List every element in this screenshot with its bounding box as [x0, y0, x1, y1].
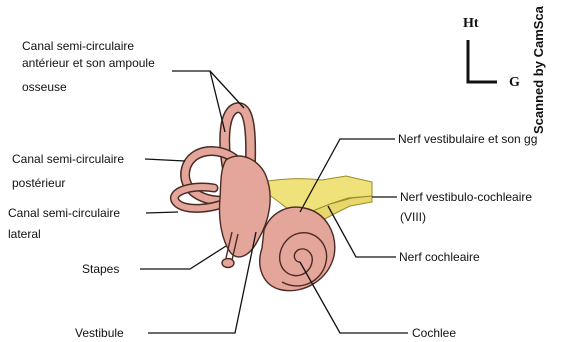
label-canal-posterieur-1: Canal semi-circulaire	[12, 151, 124, 168]
label-stapes: Stapes	[82, 261, 119, 278]
orientation-up-label: Ht	[463, 16, 479, 32]
label-canal-anterieur-2: antérieur et son ampoule	[22, 55, 155, 72]
label-nerf-vestibulo-cochleaire-1: Nerf vestibulo-cochleaire	[400, 189, 532, 206]
label-nerf-vestibulaire: Nerf vestibulaire et son gg	[398, 131, 537, 148]
cochlee-shape	[260, 207, 335, 291]
orientation-axes	[468, 40, 497, 82]
label-canal-lateral-1: Canal semi-circulaire	[8, 205, 120, 222]
label-canal-lateral-2: lateral	[8, 226, 41, 243]
label-cochlee: Cochlee	[412, 325, 456, 342]
label-canal-posterieur-2: postérieur	[12, 175, 65, 192]
label-nerf-vestibulo-cochleaire-2: (VIII)	[400, 209, 426, 226]
scanner-watermark: Scanned by CamSca	[531, 6, 546, 134]
label-vestibule: Vestibule	[75, 325, 124, 342]
label-nerf-cochleaire: Nerf cochleaire	[399, 249, 480, 266]
label-canal-anterieur-1: Canal semi-circulaire	[22, 38, 134, 55]
label-canal-anterieur-3: osseuse	[22, 79, 67, 96]
orientation-right-label: G	[509, 75, 520, 91]
